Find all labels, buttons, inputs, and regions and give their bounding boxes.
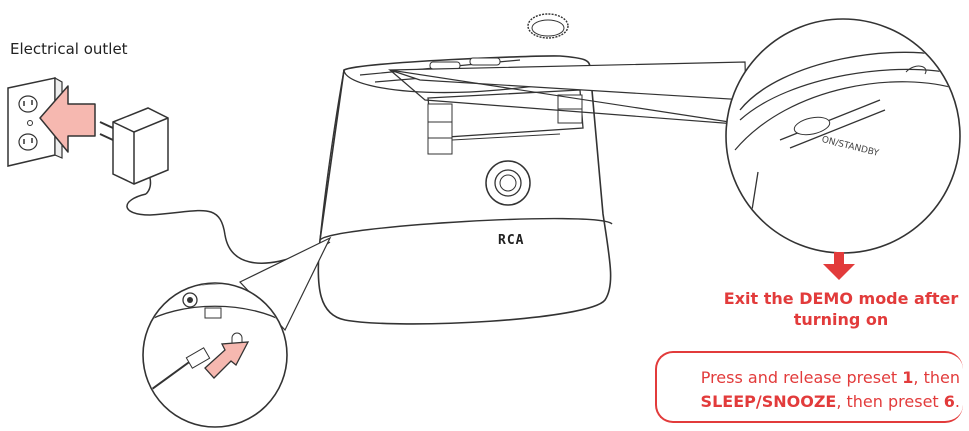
ac-adapter <box>100 108 168 194</box>
standby-zoom-callout <box>726 19 960 253</box>
sleep-snooze-label: SLEEP/SNOOZE <box>701 392 837 411</box>
instruction-line-1: Press and release preset 1, then <box>701 366 960 390</box>
instruction-line1-prefix: Press and release preset <box>701 368 903 387</box>
instruction-line2-mid: , then preset <box>836 392 943 411</box>
clock-radio-device <box>318 14 612 324</box>
instruction-line-2: SLEEP/SNOOZE, then preset 6. <box>701 390 960 414</box>
down-arrow-icon <box>823 252 855 280</box>
instruction-line2-end: . <box>955 392 960 411</box>
instruction-line1-suffix: , then <box>913 368 960 387</box>
demo-exit-title: Exit the DEMO mode after turning on <box>710 288 969 330</box>
preset-6-number: 6 <box>944 392 955 411</box>
preset-1-number: 1 <box>902 368 913 387</box>
instruction-text: Press and release preset 1, then SLEEP/S… <box>701 366 960 414</box>
rca-logo: RCA <box>498 233 524 248</box>
dc-jack-zoom-callout <box>140 283 290 427</box>
